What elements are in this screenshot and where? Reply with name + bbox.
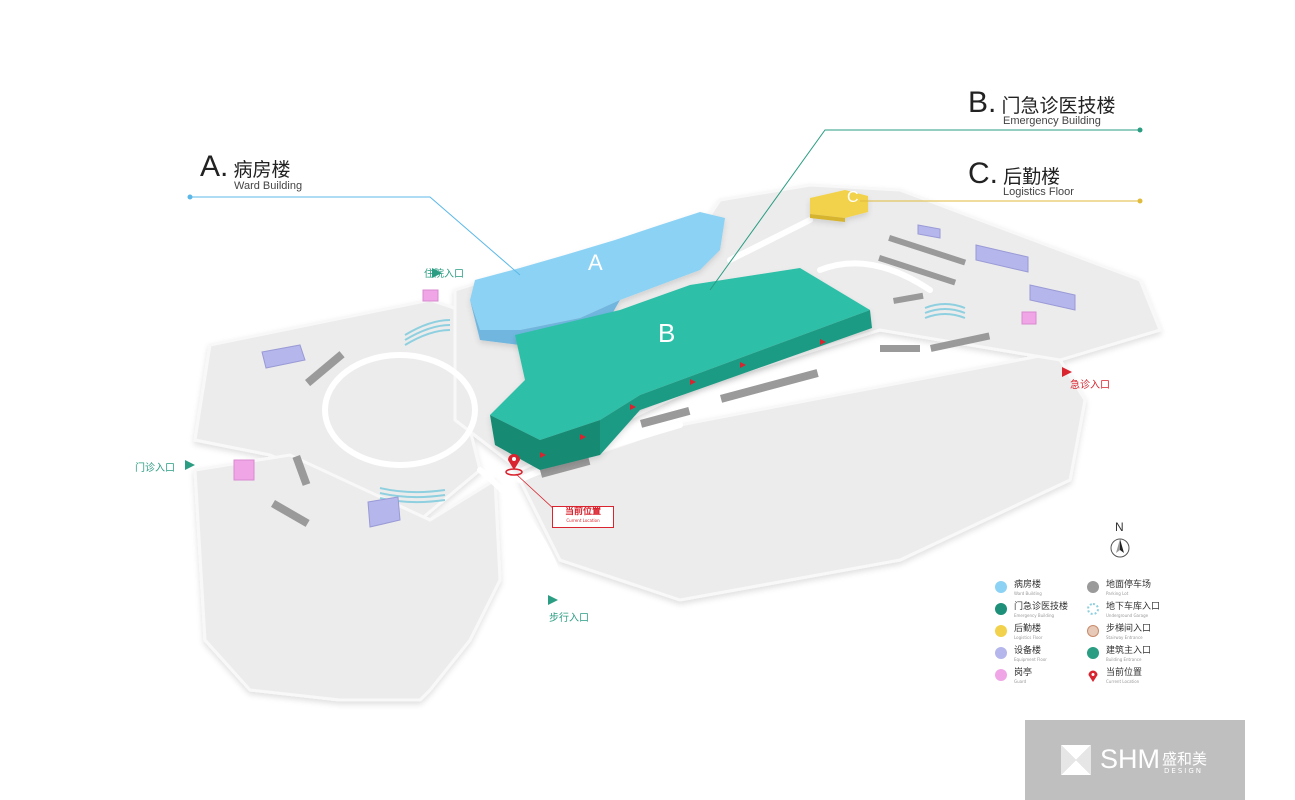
callout-b: B. 门急诊医技楼	[968, 86, 1116, 119]
stairway-entrance-icon	[1087, 625, 1099, 637]
building-entrance-icon	[1087, 647, 1099, 659]
callout-a: A. 病房楼	[200, 150, 291, 183]
brand-mark-icon	[1061, 745, 1091, 775]
route-arrows	[540, 339, 826, 458]
building-b-label: B	[658, 318, 676, 348]
brand-sub: DESIGN	[1164, 767, 1203, 775]
location-pin-legend-icon	[1087, 669, 1099, 682]
compass-label: N	[1115, 520, 1124, 534]
callout-b-letter: B	[968, 86, 989, 119]
emergency-building-icon	[995, 603, 1007, 615]
callout-lines	[190, 129, 1140, 291]
equipment-building-icon	[995, 647, 1007, 659]
callout-a-letter: A	[200, 150, 221, 183]
inpatient-entrance-label: 住院入口	[424, 269, 464, 280]
current-location-cn: 当前位置	[564, 507, 601, 517]
current-location-en: Current Location	[566, 518, 600, 523]
brand-cn: 盛和美	[1162, 750, 1208, 768]
callout-a-cn: 病房楼	[233, 159, 291, 181]
logistics-building-icon	[995, 625, 1007, 637]
parking-lot-icon	[1087, 581, 1099, 593]
location-pin-icon	[505, 454, 556, 511]
callout-c-letter: C	[968, 157, 990, 190]
building-a-label: A	[588, 250, 603, 275]
callout-c: C. 后勤楼	[968, 157, 1061, 190]
building-c	[810, 190, 868, 222]
guard-booth-icon	[995, 669, 1007, 681]
outpatient-entrance-label: 门诊入口	[135, 463, 175, 474]
callout-a-en: Ward Building	[234, 180, 303, 192]
brand-name: SHM	[1100, 744, 1160, 774]
callout-c-cn: 后勤楼	[1003, 166, 1061, 188]
pedestrian-entrance-label: 步行入口	[549, 613, 589, 624]
ward-building-icon	[995, 581, 1007, 593]
equipment-buildings	[261, 224, 1076, 528]
callout-b-cn: 门急诊医技楼	[1001, 95, 1116, 117]
underground-garage-icon	[1087, 603, 1099, 615]
emergency-entrance-label: 急诊入口	[1070, 380, 1110, 391]
guard-booths	[233, 289, 1037, 481]
building-c-label: C	[847, 189, 859, 206]
callout-b-en: Emergency Building	[1003, 115, 1101, 127]
parking-lots	[271, 234, 991, 527]
callout-c-en: Logistics Floor	[1003, 186, 1074, 198]
brand-logo: SHM 盛和美 DESIGN	[1025, 720, 1245, 800]
current-location-box: 当前位置 Current Location	[552, 506, 614, 528]
entrance-arrows	[185, 268, 1072, 605]
compass-icon	[1110, 538, 1130, 558]
